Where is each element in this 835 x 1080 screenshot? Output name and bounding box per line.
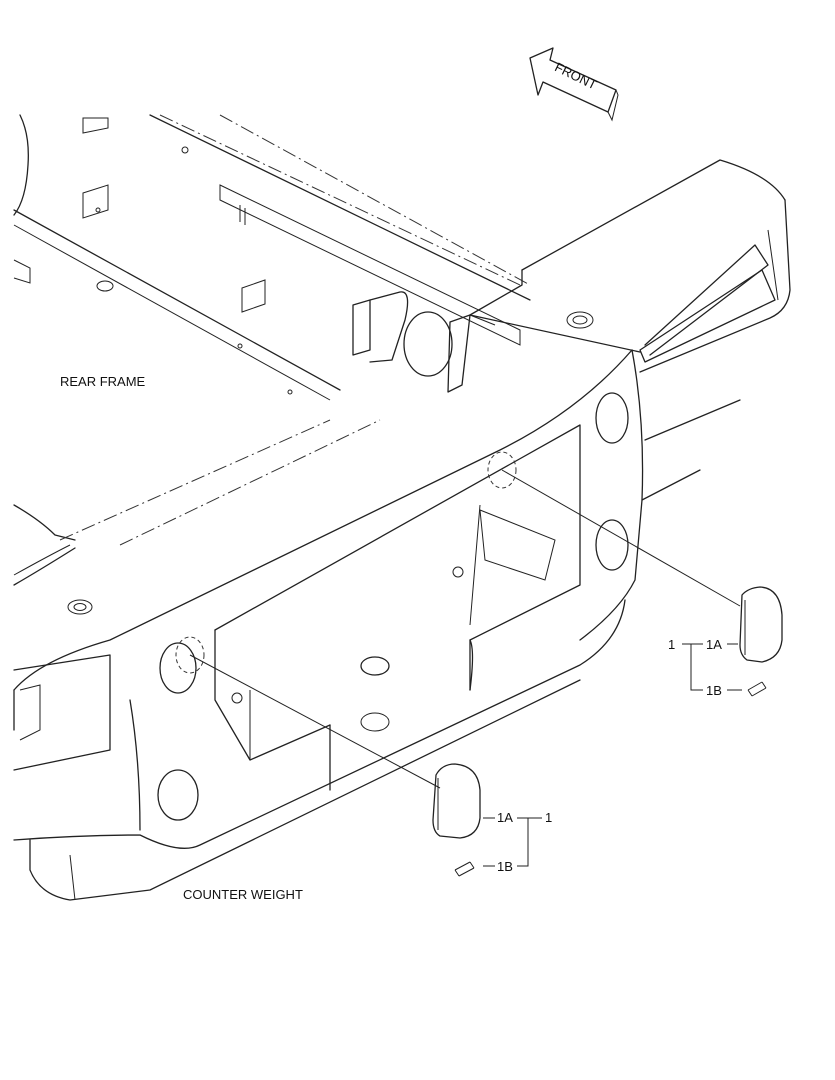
callout-bottom-group: 1 (545, 810, 552, 825)
callout-bracket-bottom (483, 817, 542, 867)
callout-right-group: 1 (668, 637, 675, 652)
cushion-part-right (739, 586, 783, 697)
callout-bottom-part-a: 1A (497, 810, 513, 825)
cushion-part-bottom (432, 763, 481, 877)
callout-bottom-part-b: 1B (497, 859, 513, 874)
front-arrow-label: FRONT (552, 59, 599, 92)
rear-frame (13, 114, 531, 586)
counter-weight-label: COUNTER WEIGHT (183, 887, 303, 902)
callout-bracket-right (682, 643, 742, 691)
rear-frame-label: REAR FRAME (60, 374, 146, 389)
counter-weight (13, 159, 791, 901)
callout-right-part-a: 1A (706, 637, 722, 652)
callout-right-part-b: 1B (706, 683, 722, 698)
front-arrow: FRONT (529, 47, 619, 122)
